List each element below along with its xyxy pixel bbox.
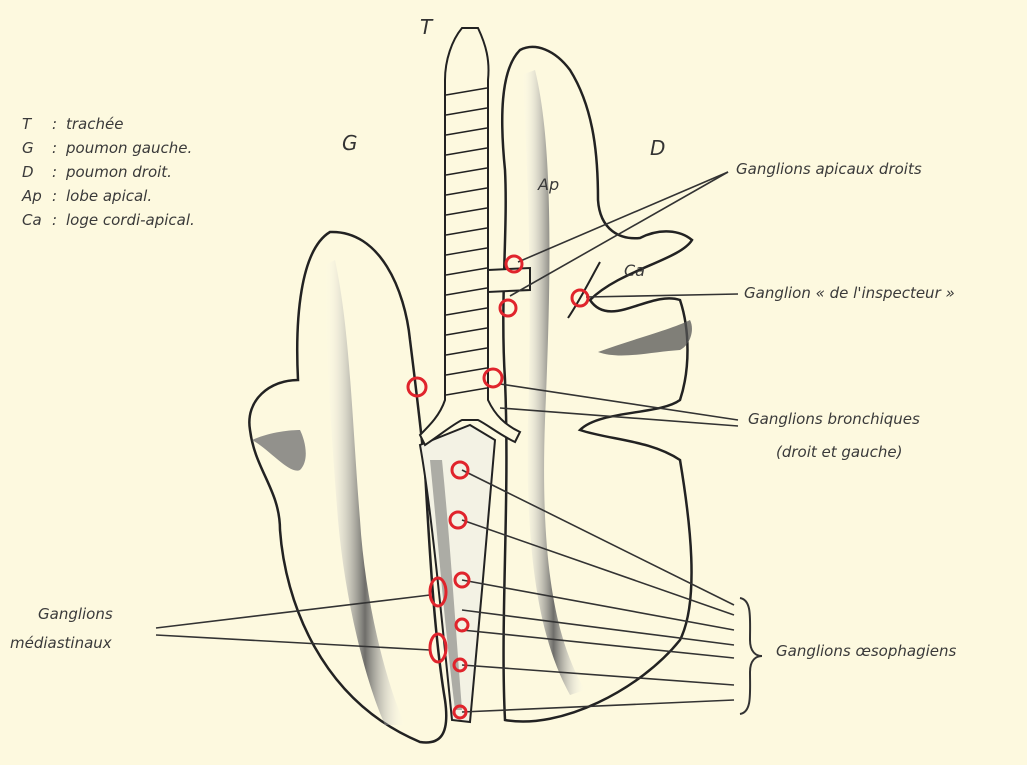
legend-row: D:poumon droit. [22,160,195,184]
legend: T:trachée G:poumon gauche. D:poumon droi… [22,112,195,232]
callout-mediastinal-sub: médiastinaux [10,634,112,652]
label-left-lung: G [342,131,358,155]
legend-text: trachée [66,112,123,136]
legend-text: loge cordi-apical. [66,208,195,232]
callout-mediastinal-nodes: Ganglions [38,605,113,623]
legend-row: T:trachée [22,112,195,136]
legend-row: Ca:loge cordi-apical. [22,208,195,232]
label-trachea: T [420,15,434,39]
callout-inspector-node: Ganglion « de l'inspecteur » [744,284,955,302]
label-apical-lobe: Ap [537,175,559,194]
legend-key: D [22,160,52,184]
legend-key: T [22,112,52,136]
callout-esophageal-nodes: Ganglions œsophagiens [776,642,956,660]
legend-key: Ca [22,208,52,232]
callout-bronchial-sub: (droit et gauche) [776,443,902,461]
legend-key: Ap [22,184,52,208]
callout-apical-nodes: Ganglions apicaux droits [736,160,922,178]
legend-row: Ap:lobe apical. [22,184,195,208]
label-right-lung: D [650,136,665,160]
legend-text: poumon gauche. [66,136,192,160]
legend-key: G [22,136,52,160]
legend-row: G:poumon gauche. [22,136,195,160]
callout-bronchial-nodes: Ganglions bronchiques [748,410,920,428]
esophageal-brace [740,598,762,714]
legend-text: poumon droit. [66,160,172,184]
label-cardiac-lodge: Ca [624,261,645,280]
legend-text: lobe apical. [66,184,152,208]
